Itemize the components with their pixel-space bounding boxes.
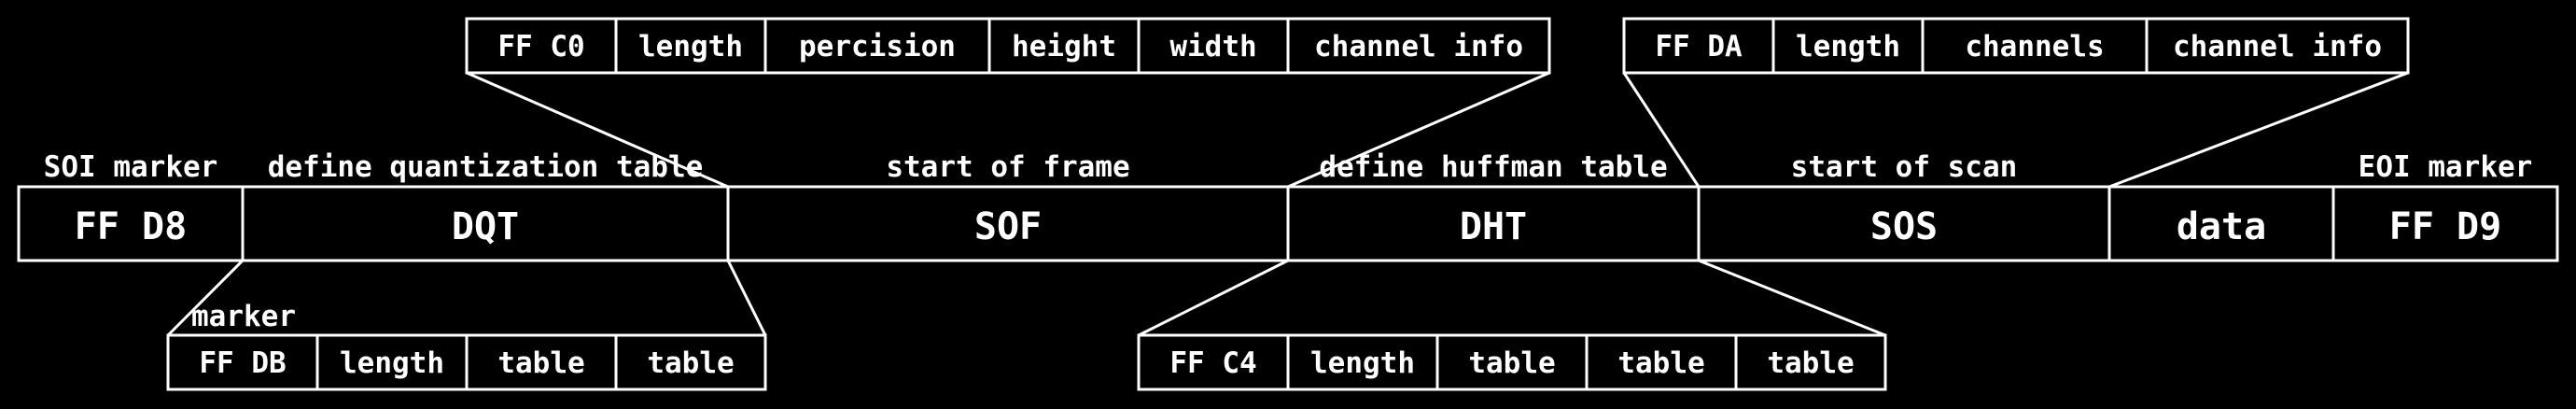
dqt-cell-label: table [497,346,584,380]
sos-detail-table: FF DA length channels channel info [1622,17,2410,75]
sos-cell [2145,17,2410,75]
sof-cell [1286,17,1551,75]
sos-cell-label: FF DA [1655,30,1743,63]
sof-cell-label: width [1169,30,1256,63]
sos-connector-right [2108,71,2409,189]
segment-soi-label: FF D8 [75,205,187,248]
dht-cell [1734,333,1887,391]
connector-lines [166,71,2409,337]
sos-cell-label: channels [1965,30,2104,63]
segment-dqt-label: DQT [452,205,519,248]
dht-cell-label: table [1767,346,1854,380]
dqt-cell-label: length [340,346,444,380]
segment-eoi-label: FF D9 [2389,205,2501,248]
sof-cell-label: channel info [1314,30,1523,63]
dqt-detail-caption: marker [191,300,296,333]
dht-cell-label: length [1310,346,1415,380]
sof-cell-label: FF C0 [497,30,584,63]
sof-cell-label: percision [799,30,956,63]
segment-sos-label: SOS [1870,205,1938,248]
segment-sof-caption: start of frame [886,150,1129,184]
dqt-cell [614,333,767,391]
segment-data-label: data [2177,205,2266,248]
segment-sos-caption: start of scan [1791,150,2018,184]
dqt-connector-left [166,259,245,337]
dht-cell-label: table [1468,346,1555,380]
segment-dqt-caption: define quantization table [268,150,704,184]
sof-cell-label: length [638,30,743,63]
dqt-cell-label: FF DB [199,346,286,380]
segment-dht-label: DHT [1460,205,1527,248]
segment-soi-caption: SOI marker [44,150,218,184]
dht-cell-label: table [1617,346,1704,380]
sof-cell-label: height [1012,30,1116,63]
dht-connector-left [1138,259,1289,337]
sof-detail-table: FF C0 length percision height width chan… [465,17,1551,75]
sos-cell-label: channel info [2173,30,2382,63]
dqt-cell-label: table [647,346,734,380]
dqt-connector-right [726,260,767,336]
segment-dht-caption: define huffman table [1319,150,1667,184]
sof-connector-left [466,71,729,189]
dht-detail-table: FF C4 length table table table [1137,333,1887,391]
segment-sof-label: SOF [974,205,1042,248]
sos-cell-label: length [1796,30,1900,63]
segment-eoi [2331,185,2559,262]
sos-connector-left [1622,72,1701,188]
dqt-detail-table: marker FF DB length table table [166,300,767,391]
sof-connector-right [1287,71,1550,189]
dht-cell-label: FF C4 [1169,346,1256,380]
main-row: FF D8 DQT SOF DHT SOS data FF D9 SOI mar… [17,150,2559,262]
segment-eoi-caption: EOI marker [2359,150,2533,184]
dht-connector-right [1698,259,1886,337]
